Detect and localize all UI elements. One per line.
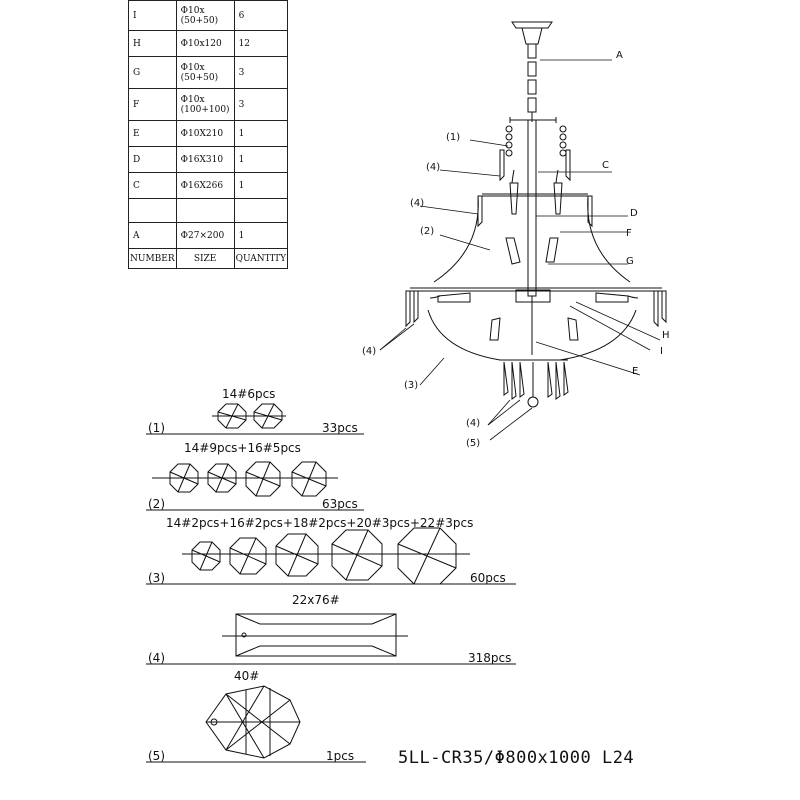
row-number: C [128,172,177,199]
callout-3: (3) [404,380,418,391]
part-4-index: (4) [148,651,165,665]
part-5-total: 1pcs [326,749,354,763]
row-size: Φ10x (50+50) [175,56,235,89]
header-size: SIZE [175,248,235,269]
part-2-total: 63pcs [322,497,358,511]
callout-e: E [632,366,638,377]
callout-4-lower: (4) [362,346,376,357]
row-quantity [233,198,289,223]
row-size: Φ10X210 [175,120,235,147]
part-4-total: 318pcs [468,651,511,665]
row-quantity: 1 [233,120,289,147]
row-size [175,198,235,223]
row-size: Φ16X266 [175,172,235,199]
callout-d: D [630,208,638,219]
callout-4-bottom: (4) [466,418,480,429]
row-size: Φ10x120 [175,30,235,57]
row-size: Φ10x (50+50) [175,0,235,31]
part-5-index: (5) [148,749,165,763]
row-number: A [128,222,177,249]
part-3-total: 60pcs [470,571,506,585]
header-number: NUMBER [128,248,177,269]
row-number: H [128,30,177,57]
row-size: Φ27×200 [175,222,235,249]
part-1-index: (1) [148,421,165,435]
row-number: I [128,0,177,31]
model-title: 5LL-CR35/Φ800x1000 L24 [398,748,635,768]
row-size: Φ10x (100+100) [175,88,235,121]
header-quantity: QUANTITY [233,248,289,269]
callout-5: (5) [466,438,480,449]
row-number [128,198,177,223]
part-2-spec: 14#9pcs+16#5pcs [184,441,301,455]
row-quantity: 3 [233,56,289,89]
callout-i: I [660,346,663,357]
row-size: Φ16X310 [175,146,235,173]
callout-g: G [626,256,634,267]
table-row [128,198,289,223]
callout-2: (2) [420,226,434,237]
part-3-index: (3) [148,571,165,585]
part-4-spec: 22x76# [292,593,340,607]
row-number: G [128,56,177,89]
row-quantity: 6 [233,0,289,31]
callout-4-top: (4) [426,162,440,173]
row-quantity: 1 [233,222,289,249]
callout-1: (1) [446,132,460,143]
callout-4-upper: (4) [410,198,424,209]
part-1-total: 33pcs [322,421,358,435]
callout-h: H [662,330,670,341]
part-1-spec: 14#6pcs [222,387,275,401]
row-quantity: 3 [233,88,289,121]
row-number: E [128,120,177,147]
callout-f: F [626,228,632,239]
row-quantity: 1 [233,146,289,173]
part-3-spec: 14#2pcs+16#2pcs+18#2pcs+20#3pcs+22#3pcs [166,516,473,530]
row-number: F [128,88,177,121]
row-quantity: 1 [233,172,289,199]
row-number: D [128,146,177,173]
callout-a: A [616,50,623,61]
part-5-spec: 40# [234,669,259,683]
callout-c: C [602,160,609,171]
part-2-index: (2) [148,497,165,511]
row-quantity: 12 [233,30,289,57]
